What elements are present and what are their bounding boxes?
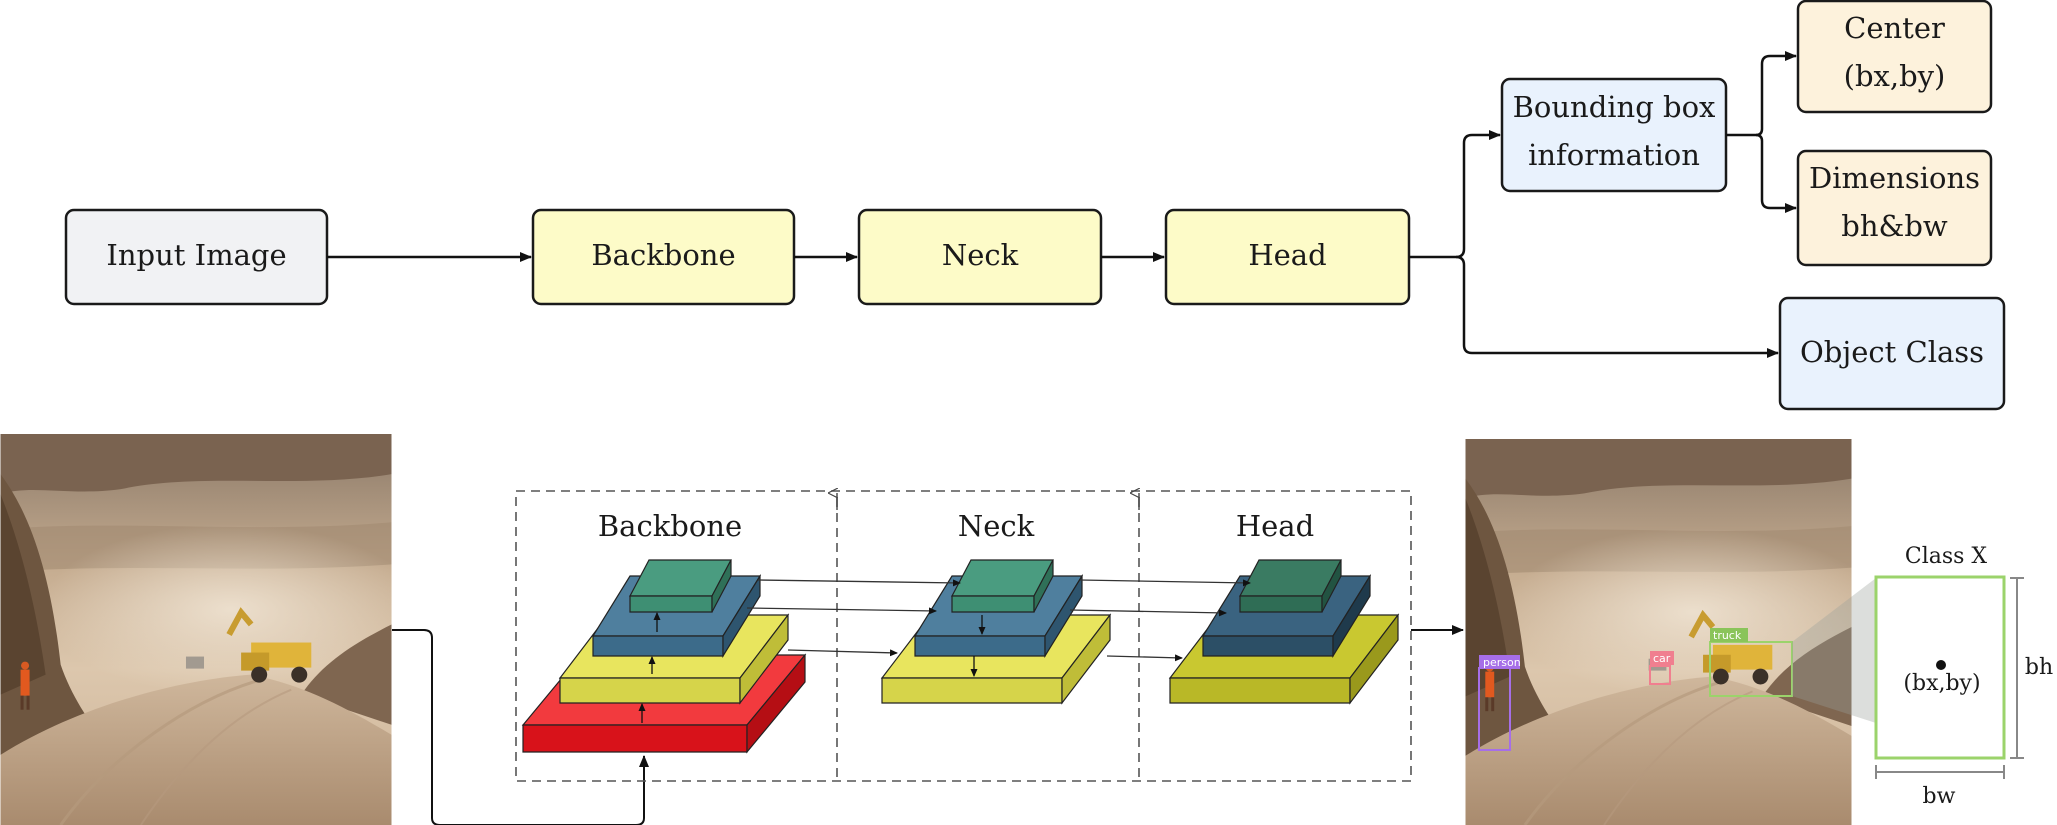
head-stack bbox=[1168, 559, 1400, 705]
bbox-to-dimensions-arrow bbox=[1755, 133, 1797, 213]
dimensions-line2: bh&bw bbox=[1841, 209, 1948, 243]
photo-to-backbone-arrow bbox=[392, 629, 649, 825]
head-box-label: Head bbox=[1248, 238, 1326, 272]
neck-box: Neck bbox=[857, 208, 1103, 306]
car-detection: car bbox=[1649, 651, 1674, 685]
arch-backbone-label: Backbone bbox=[598, 509, 742, 543]
network-panel bbox=[515, 490, 1412, 782]
car-tag: car bbox=[1653, 652, 1671, 665]
backbone-box-label: Backbone bbox=[591, 238, 735, 272]
head-box: Head bbox=[1164, 208, 1411, 306]
bbox-info-line1: Bounding box bbox=[1513, 90, 1716, 124]
input-image-label: Input Image bbox=[106, 238, 286, 272]
center-point bbox=[1936, 660, 1946, 670]
person-detection: person bbox=[1478, 655, 1521, 751]
truck-detection: truck bbox=[1709, 628, 1793, 697]
dimensions-box: Dimensions bh&bw bbox=[1796, 149, 1993, 267]
arch-head-label: Head bbox=[1236, 509, 1314, 543]
arch-neck-label: Neck bbox=[958, 509, 1035, 543]
zoom-wedge bbox=[1792, 578, 1876, 723]
backbone-stack bbox=[521, 559, 807, 754]
object-class-label: Object Class bbox=[1800, 335, 1984, 369]
bbox-info-box: Bounding box information bbox=[1500, 77, 1728, 193]
bh-label: bh bbox=[2025, 655, 2053, 680]
head-to-bbox-arrow bbox=[1409, 130, 1501, 259]
person-tag: person bbox=[1483, 656, 1521, 669]
input-image-box: Input Image bbox=[64, 208, 329, 306]
backbone-inner-arrows bbox=[638, 612, 661, 723]
bw-label: bw bbox=[1923, 784, 1956, 809]
neck-inner-arrows bbox=[970, 615, 986, 677]
bbox-info-line2: information bbox=[1528, 138, 1700, 172]
neck-stack bbox=[880, 559, 1112, 705]
dimensions-line1: Dimensions bbox=[1809, 161, 1980, 195]
backbone-box: Backbone bbox=[531, 208, 796, 306]
center-line2: (bx,by) bbox=[1844, 59, 1946, 93]
truck-tag: truck bbox=[1713, 629, 1742, 642]
center-box: Center (bx,by) bbox=[1796, 0, 1993, 114]
bbox-detail: Class X (bx,by) bh bw bbox=[1874, 544, 2053, 809]
neck-box-label: Neck bbox=[942, 238, 1019, 272]
center-line1: Center bbox=[1844, 11, 1945, 45]
bbox-center-label: (bx,by) bbox=[1903, 671, 1980, 696]
bbox-to-center-arrow bbox=[1726, 51, 1797, 137]
output-photo: person car truck bbox=[1466, 439, 1882, 825]
input-photo bbox=[1, 434, 422, 825]
class-x-label: Class X bbox=[1905, 544, 1988, 569]
head-to-class-arrow bbox=[1455, 255, 1779, 358]
object-class-box: Object Class bbox=[1778, 296, 2006, 411]
feature-arrows bbox=[746, 579, 1251, 662]
